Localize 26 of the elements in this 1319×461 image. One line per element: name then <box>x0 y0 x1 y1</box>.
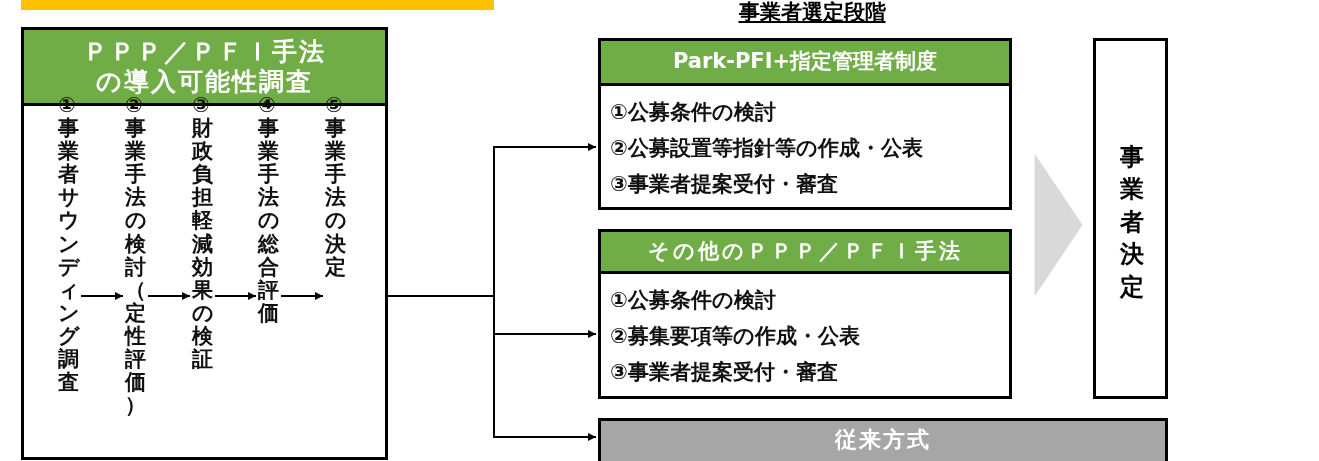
panel-header: その他のＰＰＰ／ＰＦＩ手法 <box>601 232 1009 274</box>
process-panel <box>21 27 388 460</box>
list-item: ②募集要項等の作成・公表 <box>610 323 860 350</box>
panel-header: Park-PFI+指定管理者制度 <box>601 41 1009 86</box>
arrow <box>80 292 124 300</box>
arrow <box>387 295 597 441</box>
result-box <box>1093 38 1168 399</box>
arrow <box>214 292 257 300</box>
process-panel <box>598 38 1012 210</box>
step-label: ①事業者サウンディング調査 <box>58 94 79 395</box>
step-label: ③財政負担軽減効果の検証 <box>192 94 213 372</box>
process-panel <box>598 229 1012 399</box>
arrow <box>280 292 324 300</box>
list-item: ③事業者提案受付・審査 <box>610 171 838 198</box>
list-item: ①公募条件の検討 <box>610 287 776 314</box>
arrow <box>147 292 191 300</box>
list-item: ②公募設置等指針等の作成・公表 <box>610 135 923 162</box>
list-item: ①公募条件の検討 <box>610 99 776 126</box>
result-label: 事業者決定 <box>1120 142 1144 303</box>
step-label: ④事業手法の総合評価 <box>258 94 279 325</box>
chevron-arrow <box>1034 154 1083 296</box>
step-label: ②事業手法の検討（定性評価） <box>125 94 146 418</box>
list-item: ③事業者提案受付・審査 <box>610 359 838 386</box>
step-label: ⑤事業手法の決定 <box>325 94 346 279</box>
stage-title: 事業者選定段階 <box>737 0 887 26</box>
process-bar: 従来方式 <box>598 418 1168 461</box>
